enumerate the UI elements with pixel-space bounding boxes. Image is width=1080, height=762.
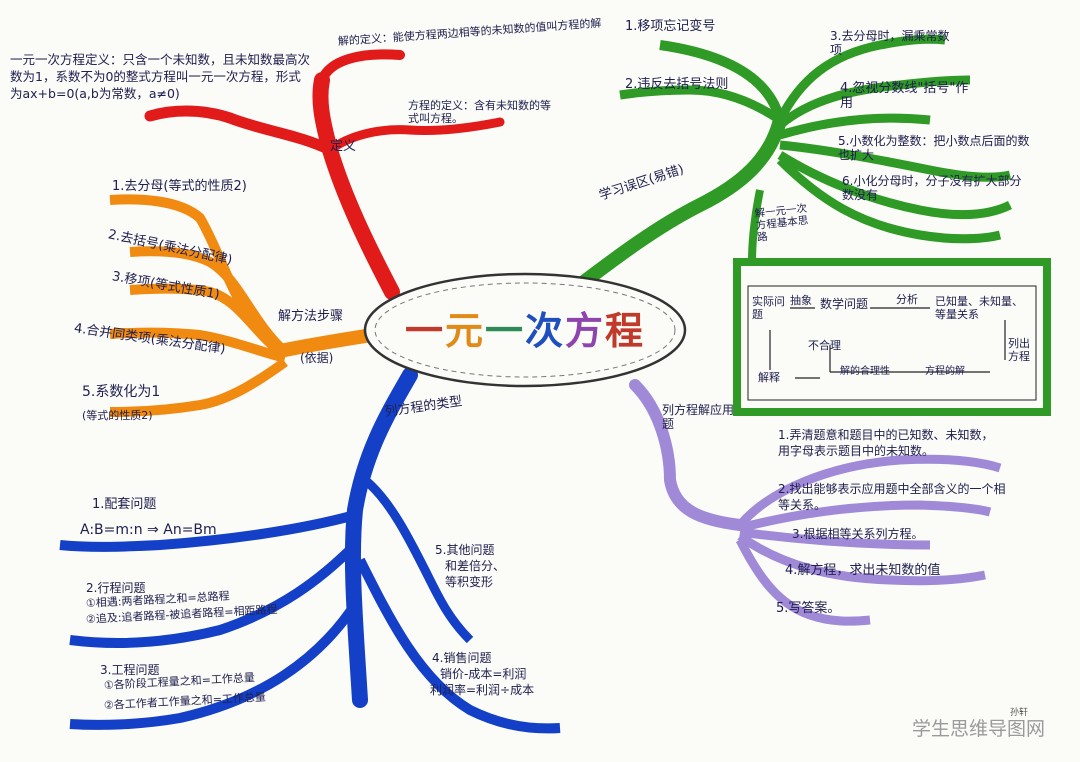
flow-list: 列出方程 (1008, 337, 1030, 363)
signature: 孙轩 (1010, 708, 1029, 718)
flow-analyze: 分析 (896, 293, 918, 306)
types-item-5-line-2: 等积变形 (445, 575, 494, 589)
types-item-1-head: 1.配套问题 (92, 497, 157, 512)
types-branch (59, 367, 561, 734)
flow-label: 解一元一次方程基本思路 (754, 202, 809, 245)
flow-known: 已知量、未知量、等量关系 (935, 295, 1023, 321)
application-branch (629, 379, 1002, 626)
steps-item-5: 5.系数化为1 (82, 384, 161, 400)
types-item-2-head: 2.行程问题 (86, 581, 146, 595)
title-char-2: 元 (444, 309, 485, 353)
application-item-4: 4.解方程，求出未知数的值 (785, 563, 941, 578)
types-item-1-line-1: A:B=m:n ⇒ An=Bm (80, 522, 217, 538)
mistakes-item-2: 2.违反去括号法则 (625, 77, 729, 92)
title-char-4: 次 (525, 309, 566, 353)
watermark: 学生思维导图网 (912, 719, 1046, 740)
definition-item-3: 一元一次方程定义：只含一个未知数，且未知数最高次数为1，系数不为0的整式方程叫一… (10, 52, 311, 101)
types-item-4-line-1: 销价-成本=利润 (440, 667, 527, 681)
flow-solve: 解释 (758, 371, 780, 384)
steps-item-6: (等式的性质2) (82, 409, 153, 422)
steps-branch (109, 194, 379, 417)
mistakes-item-5: 5.小数化为整数：把小数点后面的数也扩大 (838, 134, 1030, 162)
application-item-5: 5.写答案。 (776, 601, 841, 616)
types-item-5-head: 5.其他问题 (435, 543, 495, 557)
title-char-5: 方 (565, 309, 606, 353)
mistakes-branch (553, 34, 1013, 307)
definition-label: 定义 (330, 139, 357, 154)
steps-label: 解方法步骤 (278, 309, 344, 324)
types-item-5-line-1: 和差倍分、 (445, 559, 506, 573)
flow-reasonable: 不合理 (808, 339, 841, 352)
mistakes-item-1: 1.移项忘记变号 (625, 19, 716, 34)
center-ellipse (363, 272, 687, 388)
flow-box-frame (733, 258, 1051, 416)
steps-item-1: 1.去分母(等式的性质2) (112, 179, 247, 194)
types-item-4-line-2: 利润率=利润÷成本 (430, 683, 535, 697)
steps-sub: (依据) (300, 351, 334, 365)
flow-solution: 方程的解 (925, 366, 965, 377)
title-char-3: 一 (484, 309, 525, 353)
flow-abstract: 抽象 (790, 294, 812, 307)
mistakes-item-3: 3.去分母时，漏乘常数项 (830, 29, 950, 57)
mistakes-item-4: 4.忽视分数线"括号"作用 (840, 81, 969, 111)
definition-branch (144, 49, 505, 300)
title-char-6: 程 (605, 309, 646, 353)
title-char-1: 一 (404, 309, 445, 353)
application-item-1: 1.弄清题意和题目中的已知数、未知数，用字母表示题目中的未知数。 (778, 428, 994, 458)
types-item-3-head: 3.工程问题 (100, 663, 160, 677)
mistakes-item-6: 6.小化分母时，分子没有扩大部分数没有 (842, 174, 1022, 202)
flow-real: 实际问题 (752, 295, 785, 321)
application-label: 列方程解应用题 (662, 403, 735, 431)
application-item-2: 2.找出能够表示应用题中全部含义的一个相等关系。 (778, 482, 1006, 512)
center-title: 一元一次方程 (375, 300, 675, 355)
application-item-3: 3.根据相等关系列方程。 (792, 527, 924, 541)
flow-arrows (769, 307, 1006, 379)
flow-math: 数学问题 (820, 297, 869, 311)
definition-item-1: 方程的定义：含有未知数的等式叫方程。 (408, 99, 551, 125)
types-item-4-head: 4.销售问题 (432, 651, 492, 665)
flow-back: 解的合理性 (840, 366, 890, 377)
flow-box-inner (747, 285, 1037, 401)
center-ellipse-dashed (374, 282, 676, 378)
